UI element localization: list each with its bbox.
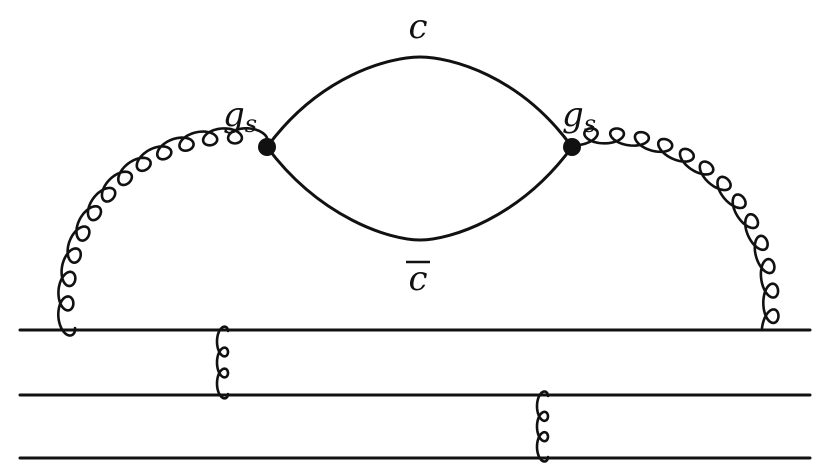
label-coupling-left-sub: s xyxy=(245,110,257,138)
gluon-left xyxy=(56,126,269,337)
label-coupling-left-main: g xyxy=(223,95,245,135)
label-antiquark: c xyxy=(408,259,427,299)
gluon-right xyxy=(577,127,780,330)
gluon-exchange-1 xyxy=(215,325,230,400)
vertex-left xyxy=(258,138,276,156)
vertex-right xyxy=(563,138,581,156)
charm-antiquark-line xyxy=(265,145,574,242)
label-coupling-right-main: g xyxy=(562,95,584,135)
label-quark: c xyxy=(408,7,427,47)
label-coupling-left: gs xyxy=(223,95,257,138)
gluon-exchange-2 xyxy=(535,390,550,463)
charm-quark-line xyxy=(265,55,574,149)
label-coupling-right-sub: s xyxy=(584,110,596,138)
label-coupling-right: gs xyxy=(562,95,596,138)
